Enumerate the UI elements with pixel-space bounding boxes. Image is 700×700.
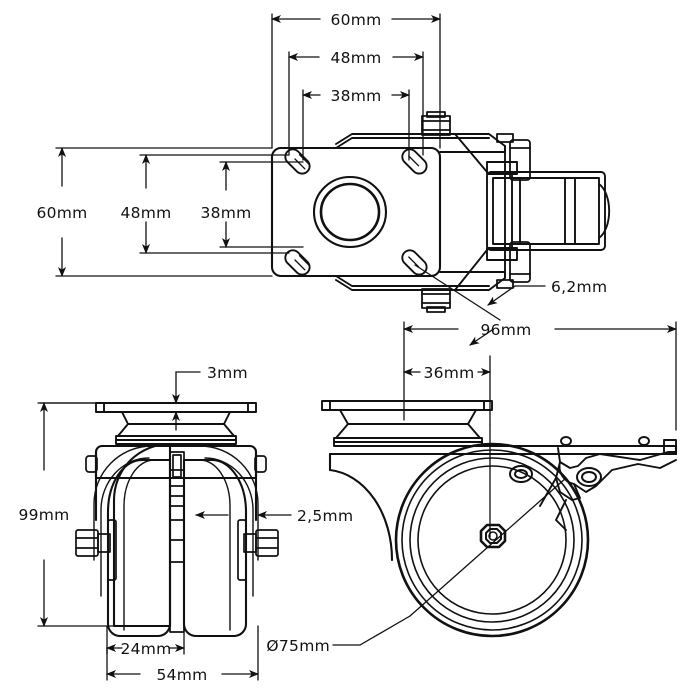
dim-plate-thickness: 3mm bbox=[207, 364, 248, 382]
front-view-geometry bbox=[75, 402, 279, 638]
dim-plate-width: 60mm bbox=[330, 11, 381, 29]
dim-bolt-pattern-inner: 38mm bbox=[330, 87, 381, 105]
hole-size-leader bbox=[414, 264, 546, 346]
length-dimensions bbox=[403, 321, 677, 431]
dim-offset: 36mm bbox=[423, 364, 474, 382]
dim-bolt-pattern-v-inner: 38mm bbox=[200, 204, 251, 222]
front-dimensions bbox=[37, 371, 292, 681]
dim-overall-wheel-width: 54mm bbox=[156, 666, 207, 684]
dimension-labels: 60mm 48mm 38mm 60mm 48mm 38mm 6,2mm 96mm… bbox=[18, 11, 607, 684]
dim-total-height: 99mm bbox=[18, 506, 69, 524]
dim-bolt-pattern-outer: 48mm bbox=[330, 49, 381, 67]
top-dimensions-vertical bbox=[55, 147, 304, 277]
dim-tread-width: 24mm bbox=[120, 640, 171, 658]
dim-hole-size: 6,2mm bbox=[551, 278, 607, 296]
dim-bolt-pattern-v-outer: 48mm bbox=[120, 204, 171, 222]
dim-wheel-diameter: Ø75mm bbox=[266, 637, 330, 655]
dim-overall-length: 96mm bbox=[480, 321, 531, 339]
top-dimensions-horizontal bbox=[271, 13, 441, 161]
side-view-geometry bbox=[321, 400, 678, 646]
top-view-geometry bbox=[270, 111, 611, 313]
dim-wheel-gap: 2,5mm bbox=[297, 507, 353, 525]
dim-plate-height: 60mm bbox=[36, 204, 87, 222]
